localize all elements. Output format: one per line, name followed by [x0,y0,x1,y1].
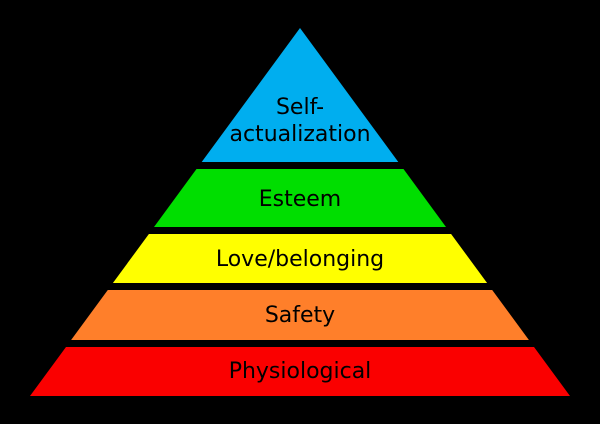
layer-esteem-label: Esteem [259,187,342,212]
layer-love-belonging [112,234,488,283]
layer-physiological [30,347,570,396]
layer-physiological-label: Physiological [229,359,372,384]
layer-love-belonging-label: Love/belonging [216,247,384,272]
layer-self-actualization-label-line2: actualization [229,122,370,147]
layer-safety [71,290,529,340]
layer-self-actualization-label-line1: Self- [276,95,324,120]
layer-esteem [154,169,446,227]
layer-self-actualization [201,28,399,162]
layer-safety-label: Safety [265,303,335,328]
